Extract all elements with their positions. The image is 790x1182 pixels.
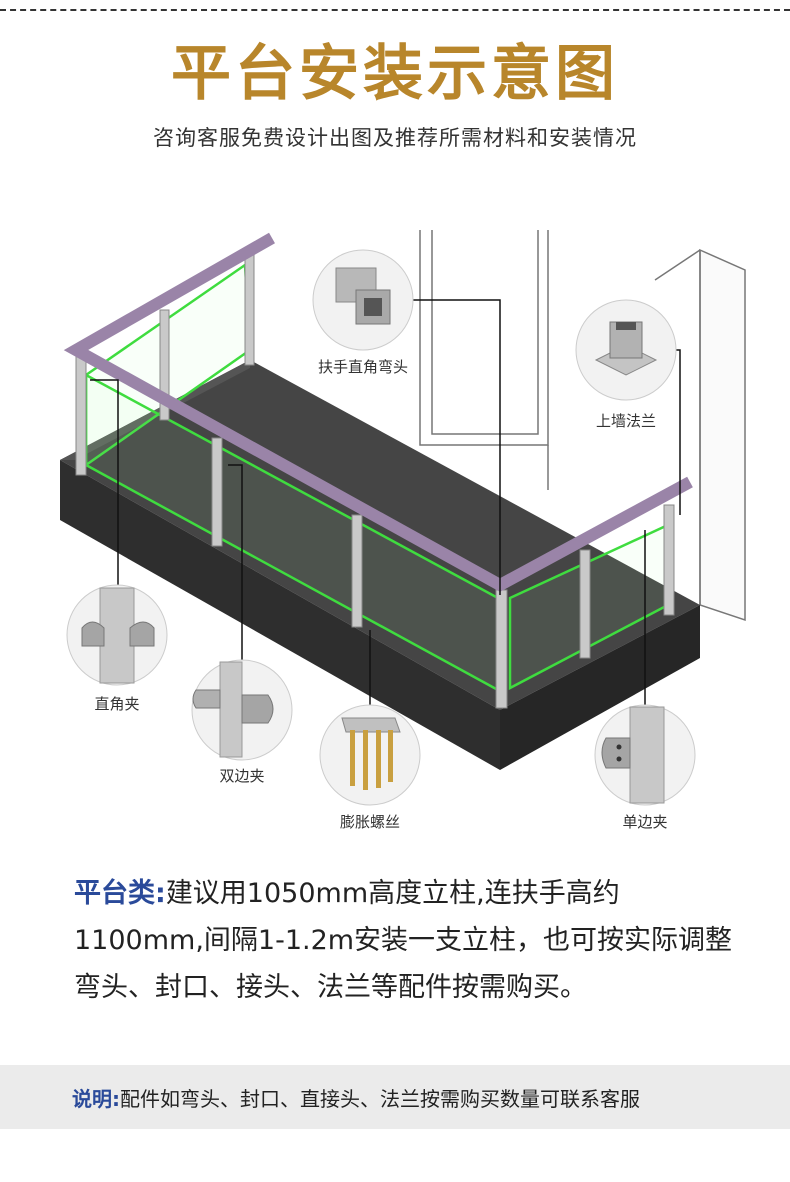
- elbow-label: 扶手直角弯头: [318, 358, 408, 376]
- expansion-bolt-label: 膨胀螺丝: [340, 813, 400, 831]
- description-lead: 平台类:: [74, 878, 166, 909]
- posts: [75, 254, 675, 709]
- single-clamp-label: 单边夹: [622, 813, 667, 831]
- platform-diagram: 扶手直角弯头 上墙法兰 直角夹 双边夹 膨胀螺丝: [60, 230, 746, 831]
- note-bar: 说明:配件如弯头、封口、直接头、法兰按需购买数量可联系客服: [0, 1065, 790, 1129]
- callout-leaders: [90, 299, 681, 710]
- single-clamp-callout: 单边夹: [594, 704, 696, 831]
- platform-description: 平台类:建议用1050mm高度立柱,连扶手高约1100mm,间隔1-1.2m安装…: [74, 870, 734, 1011]
- note: 说明:配件如弯头、封口、直接头、法兰按需购买数量可联系客服: [0, 1083, 640, 1112]
- description-text: 建议用1050mm高度立柱,连扶手高约1100mm,间隔1-1.2m安装一支立柱…: [74, 878, 733, 1003]
- elbow-callout: 扶手直角弯头: [312, 249, 414, 376]
- page-subtitle: 咨询客服免费设计出图及推荐所需材料和安装情况: [153, 126, 637, 150]
- double-clamp-label: 双边夹: [219, 767, 264, 785]
- right-angle-clamp-label: 直角夹: [94, 695, 139, 713]
- note-text: 配件如弯头、封口、直接头、法兰按需购买数量可联系客服: [120, 1086, 640, 1111]
- right-angle-clamp-callout: 直角夹: [66, 584, 168, 713]
- top-dashed-divider: [0, 9, 790, 11]
- double-clamp-callout: 双边夹: [191, 659, 293, 785]
- wall: [419, 230, 746, 622]
- page-title: 平台安装示意图: [171, 39, 619, 109]
- note-lead: 说明:: [72, 1086, 120, 1111]
- handrail: [63, 232, 693, 592]
- expansion-bolt-callout: 膨胀螺丝: [319, 704, 421, 831]
- wall-flange-label: 上墙法兰: [596, 412, 656, 430]
- wall-flange-callout: 上墙法兰: [575, 299, 677, 430]
